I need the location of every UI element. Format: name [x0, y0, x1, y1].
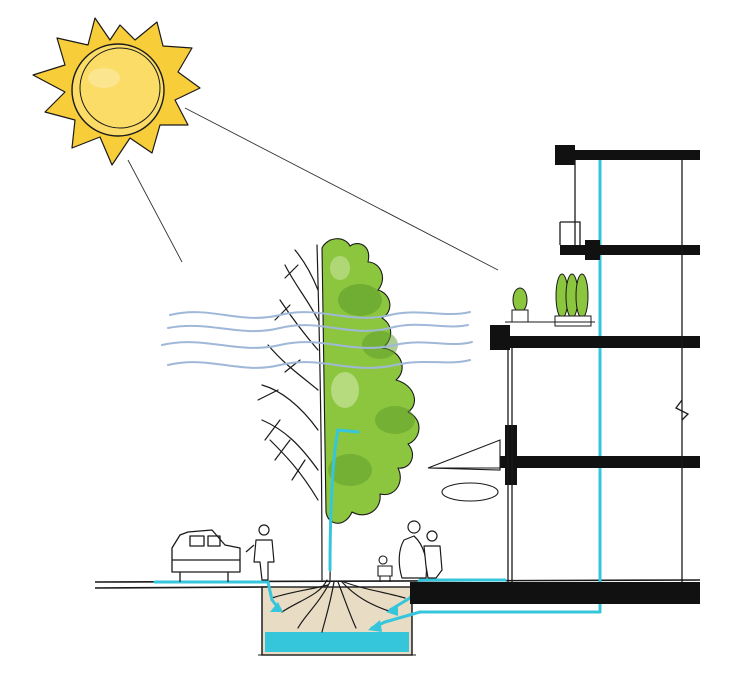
sun-icon: [33, 18, 200, 165]
building-icon: [410, 145, 700, 604]
wind-icon: [162, 312, 472, 368]
car-icon: [172, 530, 240, 582]
plant-icon: [505, 274, 595, 326]
tree-icon: [258, 239, 419, 580]
awning-icon: [428, 440, 500, 501]
person-icon: [246, 521, 442, 580]
sun-rays-icon: [128, 108, 498, 270]
dog-icon: [378, 556, 392, 582]
tree-foliage: [322, 239, 419, 524]
